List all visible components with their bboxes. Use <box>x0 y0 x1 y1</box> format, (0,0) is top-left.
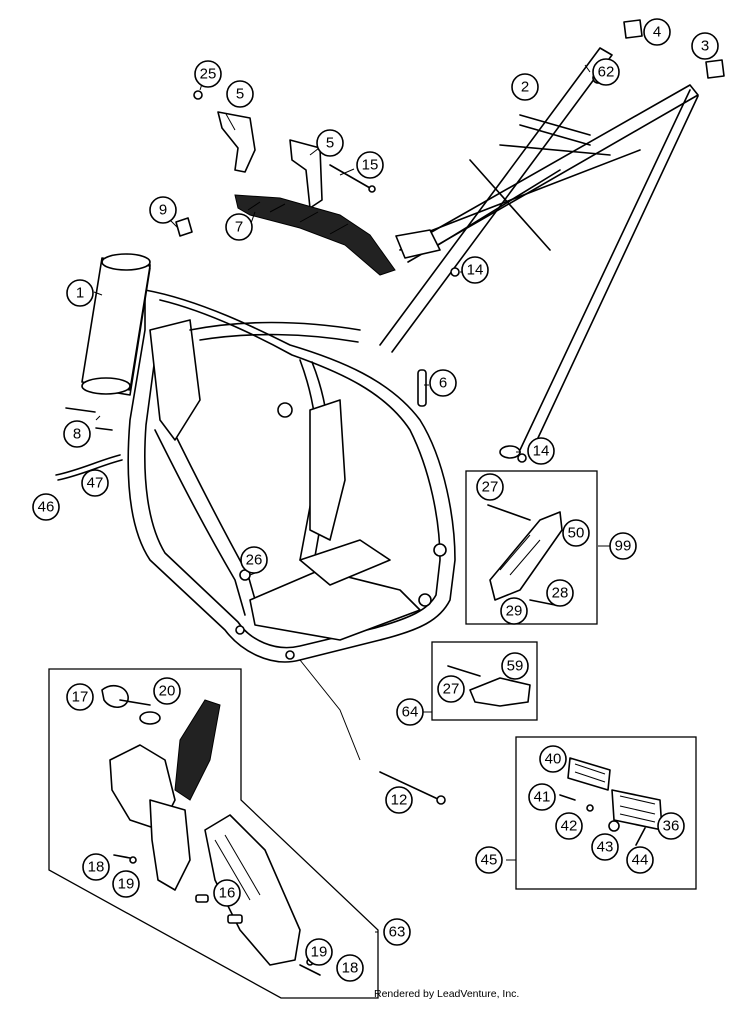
main-frame <box>99 257 456 663</box>
svg-text:14: 14 <box>533 443 550 460</box>
callout-99: 99 <box>609 532 637 560</box>
callout-19b: 19 <box>305 938 333 966</box>
svg-text:7: 7 <box>235 219 243 236</box>
svg-text:45: 45 <box>481 852 498 869</box>
svg-text:2: 2 <box>521 79 529 96</box>
svg-text:17: 17 <box>72 689 89 706</box>
callout-36: 36 <box>657 812 685 840</box>
callout-2: 2 <box>511 73 539 101</box>
render-credit: Rendered by LeadVenture, Inc. <box>374 988 520 1000</box>
callout-14a: 14 <box>461 256 489 284</box>
svg-text:36: 36 <box>663 818 680 835</box>
svg-text:5: 5 <box>326 135 334 152</box>
callout-44: 44 <box>626 846 654 874</box>
svg-text:8: 8 <box>73 426 81 443</box>
svg-text:26: 26 <box>246 552 263 569</box>
svg-text:41: 41 <box>534 789 551 806</box>
svg-text:47: 47 <box>87 475 104 492</box>
svg-text:20: 20 <box>159 683 176 700</box>
callout-9: 9 <box>149 196 177 224</box>
callout-64: 64 <box>396 698 424 726</box>
group-99 <box>465 470 598 625</box>
svg-text:28: 28 <box>552 585 569 602</box>
callout-25: 25 <box>194 60 222 88</box>
callout-62: 62 <box>592 58 620 86</box>
callout-8: 8 <box>63 420 91 448</box>
svg-text:64: 64 <box>402 704 419 721</box>
callout-14b: 14 <box>527 437 555 465</box>
svg-text:99: 99 <box>615 538 632 555</box>
svg-text:16: 16 <box>219 885 236 902</box>
callout-47: 47 <box>81 469 109 497</box>
callout-50: 50 <box>562 519 590 547</box>
svg-text:12: 12 <box>391 792 408 809</box>
callout-63: 63 <box>383 918 411 946</box>
svg-text:29: 29 <box>506 603 523 620</box>
svg-text:5: 5 <box>236 86 244 103</box>
svg-text:14: 14 <box>467 262 484 279</box>
svg-text:63: 63 <box>389 924 406 941</box>
small-parts <box>55 19 725 805</box>
callout-5a: 5 <box>226 80 254 108</box>
group-63 <box>48 668 379 999</box>
callout-28: 28 <box>546 579 574 607</box>
svg-text:50: 50 <box>568 525 585 542</box>
svg-text:27: 27 <box>443 681 460 698</box>
svg-text:59: 59 <box>507 658 524 675</box>
group-64 <box>431 641 538 721</box>
callout-40: 40 <box>539 745 567 773</box>
callout-26: 26 <box>240 546 268 574</box>
callouts: 1 2 3 4 5 5 6 7 8 9 12 14 14 15 16 17 18… <box>32 18 719 982</box>
svg-text:27: 27 <box>482 479 499 496</box>
callout-46: 46 <box>32 493 60 521</box>
callout-27b: 27 <box>437 675 465 703</box>
callout-20: 20 <box>153 677 181 705</box>
group-45 <box>515 736 697 890</box>
svg-text:9: 9 <box>159 202 167 219</box>
callout-27a: 27 <box>476 473 504 501</box>
callout-16: 16 <box>213 879 241 907</box>
svg-text:62: 62 <box>598 64 615 81</box>
svg-text:40: 40 <box>545 751 562 768</box>
callout-41: 41 <box>528 783 556 811</box>
callout-6: 6 <box>429 369 457 397</box>
callout-45: 45 <box>475 846 503 874</box>
callout-18a: 18 <box>82 853 110 881</box>
callout-17: 17 <box>66 683 94 711</box>
callout-18b: 18 <box>336 954 364 982</box>
callout-15: 15 <box>356 151 384 179</box>
svg-text:19: 19 <box>118 876 135 893</box>
callout-59: 59 <box>501 652 529 680</box>
callout-1: 1 <box>66 279 94 307</box>
callout-4: 4 <box>643 18 671 46</box>
subframe <box>379 47 699 459</box>
svg-text:6: 6 <box>439 375 447 392</box>
callout-43: 43 <box>591 833 619 861</box>
callout-3: 3 <box>691 32 719 60</box>
callout-19a: 19 <box>112 870 140 898</box>
callout-42: 42 <box>555 812 583 840</box>
svg-text:42: 42 <box>561 818 578 835</box>
callout-29: 29 <box>500 597 528 625</box>
callout-12: 12 <box>385 786 413 814</box>
svg-text:1: 1 <box>76 285 84 302</box>
svg-text:25: 25 <box>200 66 217 83</box>
svg-text:3: 3 <box>701 38 709 55</box>
svg-text:18: 18 <box>88 859 105 876</box>
svg-text:46: 46 <box>38 499 55 516</box>
svg-text:19: 19 <box>311 944 328 961</box>
svg-text:44: 44 <box>632 852 649 869</box>
callout-5b: 5 <box>316 129 344 157</box>
svg-text:15: 15 <box>362 157 379 174</box>
callout-7: 7 <box>225 213 253 241</box>
svg-text:43: 43 <box>597 839 614 856</box>
svg-text:18: 18 <box>342 960 359 977</box>
svg-text:4: 4 <box>653 24 661 41</box>
